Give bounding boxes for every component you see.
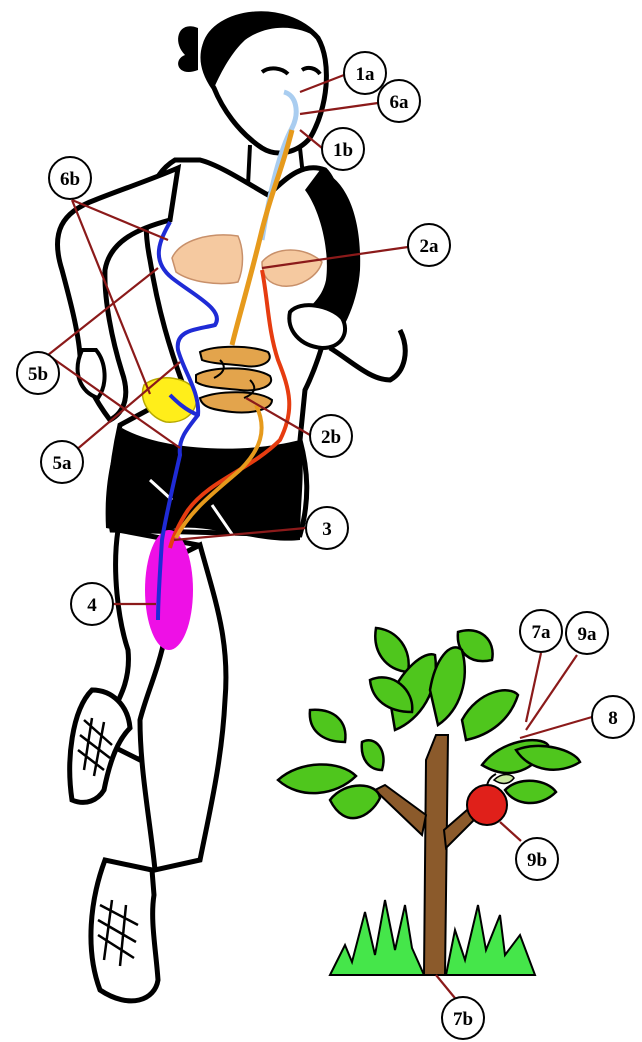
callout-1b: 1b [322, 128, 364, 170]
callout-7a-text: 7a [532, 622, 552, 643]
callout-7a: 7a [520, 610, 562, 652]
callout-8: 8 [592, 696, 634, 738]
thigh-muscle [145, 530, 193, 650]
callout-1a: 1a [344, 52, 386, 94]
callout-2a-text: 2a [420, 236, 440, 257]
callout-7b-text: 7b [453, 1009, 473, 1030]
callout-5a: 5a [41, 441, 83, 483]
apple [467, 785, 507, 825]
callout-6b: 6b [49, 157, 91, 199]
callout-5b: 5b [17, 352, 59, 394]
grass-right [446, 905, 535, 975]
callout-2b: 2b [310, 415, 352, 457]
callout-5b-text: 5b [28, 364, 48, 385]
callout-5a-text: 5a [53, 453, 73, 474]
callout-4: 4 [71, 583, 113, 625]
callout-2b-text: 2b [321, 427, 341, 448]
callout-7b: 7b [442, 997, 484, 1039]
grass-left [330, 900, 424, 975]
leader-9b [500, 822, 521, 841]
callout-9a: 9a [566, 612, 608, 654]
callout-6b-text: 6b [60, 169, 80, 190]
callout-4-text: 4 [87, 595, 97, 616]
callout-6a-text: 6a [390, 92, 410, 113]
tree-trunk [424, 735, 448, 975]
leader-8 [520, 717, 592, 738]
callout-8-text: 8 [608, 708, 618, 729]
callout-6a: 6a [378, 80, 420, 122]
callout-3: 3 [306, 507, 348, 549]
leader-9a [526, 655, 577, 730]
callout-2a: 2a [408, 224, 450, 266]
apple-leaf [494, 775, 514, 784]
intestine [196, 347, 272, 413]
callout-1a-text: 1a [356, 64, 376, 85]
runner-ponytail [178, 26, 198, 72]
callout-3-text: 3 [322, 519, 332, 540]
callout-1b-text: 1b [333, 140, 353, 161]
callout-9b: 9b [516, 838, 558, 880]
tree-branch-left [375, 785, 426, 835]
callout-9a-text: 9a [578, 624, 598, 645]
callout-9b-text: 9b [527, 850, 547, 871]
